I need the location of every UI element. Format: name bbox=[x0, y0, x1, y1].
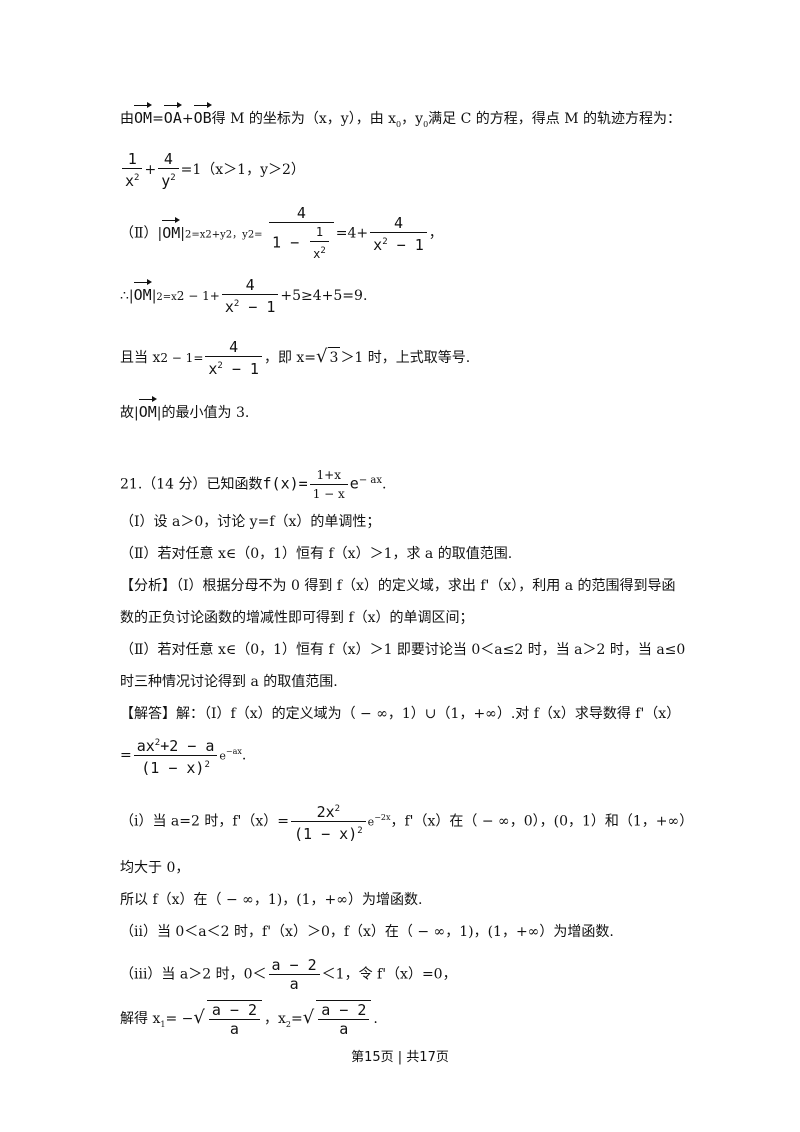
case-ii: （ⅱ）当 0＜a＜2 时，f'（x）＞0，f（x）在（ − ∞，1)，(1，+∞… bbox=[120, 924, 614, 940]
subscript: 0 bbox=[423, 119, 429, 129]
text: ，x bbox=[264, 1011, 286, 1027]
text: ，即 x= bbox=[263, 350, 317, 366]
text: 2 − 1= bbox=[160, 351, 204, 365]
text: 得 M 的坐标为（x，y），由 x bbox=[211, 111, 397, 127]
text: 2= bbox=[247, 229, 263, 241]
question-21-part-1: （Ⅰ）设 a＞0，讨论 y=f（x）的单调性； bbox=[120, 514, 381, 530]
fraction: ax2+2 − a(1 − x)2 bbox=[133, 734, 218, 777]
text: ，y bbox=[401, 111, 424, 127]
text: − ax bbox=[358, 474, 382, 486]
text: 2=x bbox=[156, 292, 177, 303]
text: ， bbox=[428, 225, 443, 242]
text: e bbox=[349, 474, 359, 493]
vector-om: OM bbox=[133, 279, 152, 304]
text: （Ⅱ）| bbox=[120, 225, 163, 242]
text: 2 − 1+ bbox=[176, 289, 220, 303]
text: 故| bbox=[120, 405, 139, 421]
solution-line-1: 【解答】解：（Ⅰ）f（x）的定义域为（ − ∞，1）∪（1，+∞）.对 f（x）… bbox=[120, 706, 681, 722]
text: 解得 x bbox=[120, 1011, 161, 1027]
analysis-line-2: 数的正负讨论函数的增减性即可得到 f（x）的单调区间； bbox=[120, 610, 474, 626]
text: ，f'（x）在（ − ∞，0），(0，1）和（1，+∞） bbox=[390, 813, 694, 830]
text: =4+ bbox=[335, 225, 369, 242]
text: . bbox=[373, 1011, 378, 1027]
text: e bbox=[219, 749, 226, 763]
text: |的最小值为 3. bbox=[156, 405, 250, 421]
text: . bbox=[381, 476, 387, 493]
case-i-cont: 均大于 0， bbox=[120, 860, 190, 876]
text: + bbox=[181, 111, 194, 127]
text: +5≥4+5=9. bbox=[280, 288, 368, 304]
analysis-line-3: （Ⅱ）若对任意 x∈（0，1）恒有 f（x）＞1 即要讨论当 0＜a≤2 时，当… bbox=[120, 642, 686, 658]
text: . bbox=[241, 747, 247, 764]
text: 由 bbox=[120, 111, 134, 127]
text: ＜1，令 f'（x）=0， bbox=[321, 966, 457, 983]
text: = bbox=[152, 111, 164, 127]
text: −ax bbox=[225, 746, 242, 756]
text: ∴| bbox=[120, 288, 134, 304]
fraction: 2x2(1 − x)2 bbox=[291, 800, 366, 843]
question-21-part-2: （Ⅱ）若对任意 x∈（0，1）恒有 f（x）＞1，求 a 的取值范围. bbox=[120, 546, 513, 562]
text: 3 bbox=[327, 347, 341, 368]
text: 且当 x bbox=[120, 350, 161, 366]
text: = bbox=[291, 1011, 303, 1027]
sqrt-icon: √ bbox=[302, 1007, 315, 1028]
text: 2，y bbox=[225, 229, 248, 241]
text: 满足 C 的方程，得点 M 的轨迹方程为： bbox=[428, 111, 682, 127]
text: e bbox=[367, 815, 375, 829]
analysis-line-1: 【分析】（Ⅰ）根据分母不为 0 得到 f（x）的定义域，求出 f'（x），利用 … bbox=[120, 578, 676, 594]
sqrt-icon: √ bbox=[316, 346, 328, 367]
text: =1（x＞1，y＞2） bbox=[180, 162, 305, 178]
subscript: 1 bbox=[160, 1019, 166, 1029]
text: （ⅰ）当 a=2 时，f'（x）= bbox=[120, 813, 290, 830]
text: −2x bbox=[374, 812, 391, 822]
text: f(x)= bbox=[262, 474, 308, 493]
vector-om: OM bbox=[162, 216, 181, 242]
line-om-def: 由OM=OA+OB得 M 的坐标为（x，y），由 x0，y0满足 C 的方程，得… bbox=[120, 102, 682, 135]
vector-ob: OB bbox=[193, 102, 212, 127]
text: （ⅲ）当 a＞2 时，0＜ bbox=[120, 966, 267, 983]
sqrt-icon: √ bbox=[193, 1007, 205, 1028]
text: | bbox=[151, 288, 157, 304]
case-i-conclusion: 所以 f（x）在（ − ∞，1)，(1，+∞）为增函数. bbox=[120, 892, 423, 908]
vector-oa: OA bbox=[163, 102, 182, 127]
text: 2+y bbox=[205, 229, 226, 241]
text: 2=x bbox=[185, 229, 206, 241]
vector-om: OM bbox=[134, 102, 153, 127]
line-minimum: 故|OM|的最小值为 3. bbox=[120, 396, 250, 423]
vector-om: OM bbox=[138, 396, 157, 421]
analysis-line-4: 时三种情况讨论得到 a 的取值范围. bbox=[120, 674, 338, 690]
text: | bbox=[180, 225, 186, 242]
subscript: 2 bbox=[285, 1019, 292, 1029]
page-footer: 第15页 | 共17页 bbox=[351, 1050, 449, 1065]
subscript: 0 bbox=[396, 119, 402, 129]
text: = bbox=[120, 747, 132, 764]
text: = − bbox=[165, 1011, 194, 1027]
text: + bbox=[144, 162, 157, 178]
text: 21.（14 分）已知函数 bbox=[120, 476, 263, 493]
text: ＞1 时，上式取等号. bbox=[340, 350, 471, 366]
